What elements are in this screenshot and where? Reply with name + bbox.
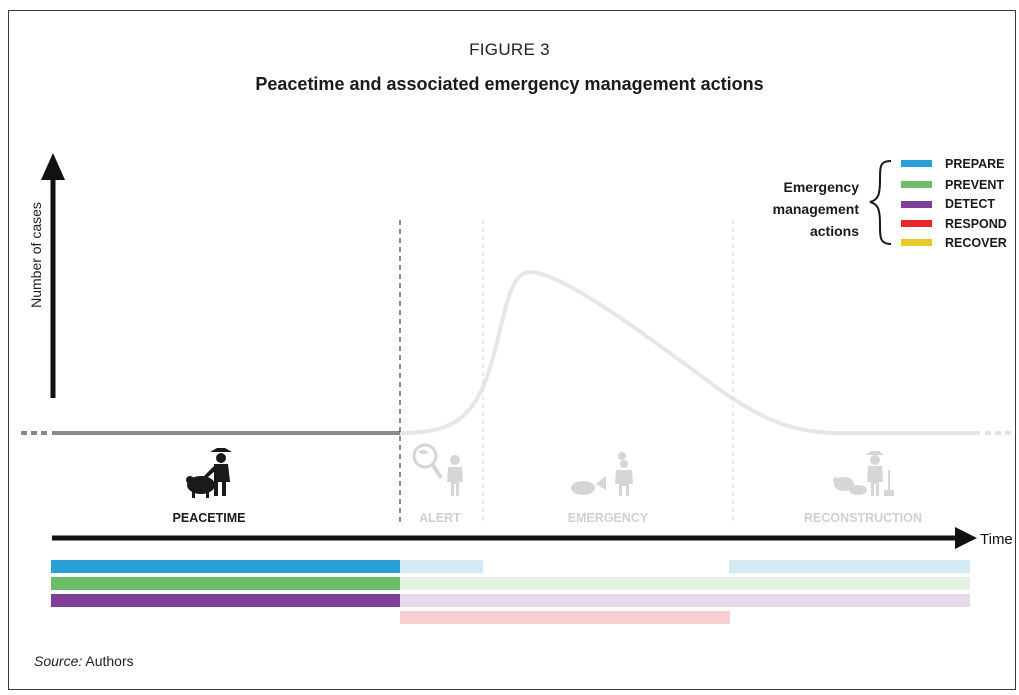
bar-prevent-other — [400, 577, 970, 590]
bar-prepare-peacetime — [51, 560, 400, 573]
source-prefix: Source: — [34, 653, 83, 669]
legend-title-line-3: actions — [810, 223, 859, 239]
magnifier-person-icon — [412, 443, 463, 496]
legend-title-line-2: management — [773, 201, 860, 217]
bar-detect-peacetime — [51, 594, 400, 607]
legend-label-prepare: PREPARE — [945, 157, 1005, 171]
legend: Emergency management actions PREPARE PRE… — [773, 157, 1007, 250]
source-text: Authors — [85, 653, 134, 669]
farmer-with-animals-icon — [833, 451, 894, 496]
y-axis-label: Number of cases — [28, 202, 44, 308]
y-axis-arrowhead — [41, 153, 65, 180]
bar-respond-emergency — [400, 611, 730, 624]
legend-swatch-respond — [901, 220, 932, 227]
legend-swatch-prepare — [901, 160, 932, 167]
legend-label-recover: RECOVER — [945, 236, 1007, 250]
legend-brace — [869, 160, 892, 245]
legend-label-detect: DETECT — [945, 197, 995, 211]
legend-swatch-recover — [901, 239, 932, 246]
bar-prepare-alert — [400, 560, 483, 573]
legend-label-prevent: PREVENT — [945, 178, 1004, 192]
vet-with-animals-icon — [571, 452, 633, 496]
epidemic-curve — [399, 269, 980, 435]
action-bars — [51, 560, 970, 624]
figure-title: Peacetime and associated emergency manag… — [255, 74, 764, 94]
bar-detect-other — [400, 594, 970, 607]
legend-title-line-1: Emergency — [784, 179, 860, 195]
x-axis-arrowhead — [955, 527, 977, 549]
legend-label-respond: RESPOND — [945, 217, 1007, 231]
phase-label-reconstruction: RECONSTRUCTION — [804, 511, 922, 525]
legend-swatch-prevent — [901, 181, 932, 188]
bar-prepare-reconstruction — [729, 560, 970, 573]
source-note: Source: Authors — [34, 653, 134, 669]
phase-label-alert: ALERT — [419, 511, 461, 525]
x-axis-label: Time — [980, 531, 1013, 548]
figure-frame — [8, 10, 1016, 690]
legend-swatch-detect — [901, 201, 932, 208]
bar-prevent-peacetime — [51, 577, 400, 590]
phase-label-peacetime: PEACETIME — [173, 511, 246, 525]
figure-label: FIGURE 3 — [469, 40, 550, 59]
farmer-with-sheep-icon — [186, 448, 232, 498]
phase-label-emergency: EMERGENCY — [568, 511, 649, 525]
